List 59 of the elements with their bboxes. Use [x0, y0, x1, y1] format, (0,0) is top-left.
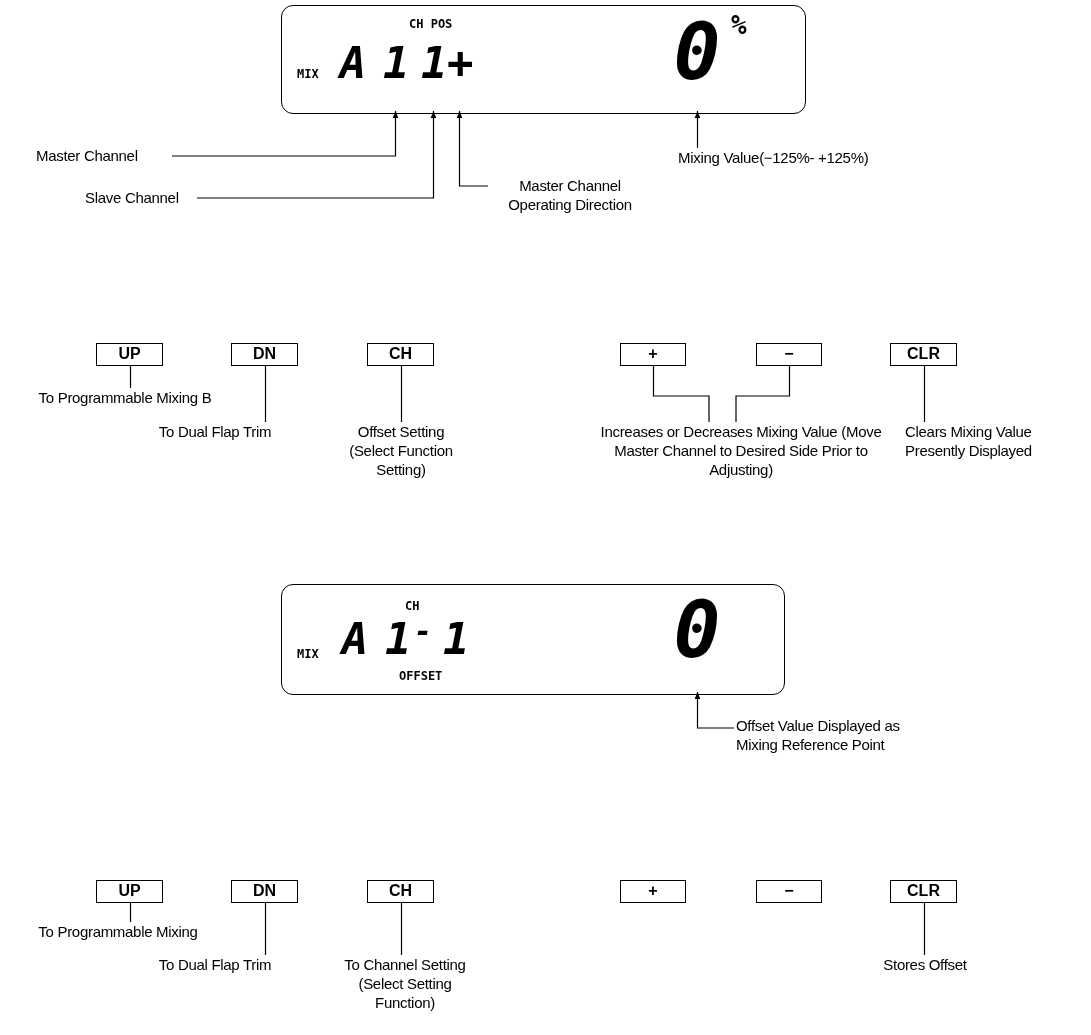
- lcd-indicator: CH POS: [409, 17, 453, 31]
- key-button: CLR: [890, 880, 957, 903]
- key-button: DN: [231, 880, 298, 903]
- callout-text: Master Channel Operating Direction: [490, 176, 650, 216]
- callout-text: To Programmable Mixing B: [5, 388, 245, 410]
- leader-line: [923, 902, 926, 956]
- lcd-digit: 0: [669, 591, 725, 692]
- lcd-digit: -: [409, 617, 437, 665]
- lcd-display: [281, 584, 785, 695]
- callout-text: To Channel Setting (Select Setting Function): [330, 955, 480, 1017]
- leader-line: [171, 110, 399, 157]
- key-button: −: [756, 343, 822, 366]
- leader-line: [400, 902, 403, 956]
- percent-sign: %: [731, 11, 747, 39]
- key-button: +: [620, 880, 686, 903]
- callout-text: Offset Value Displayed as Mixing Reference Point: [736, 716, 932, 760]
- lcd-digit: A: [337, 617, 373, 665]
- callout-text: Stores Offset: [870, 955, 980, 977]
- lcd-digit: 1: [385, 617, 405, 665]
- leader-line: [923, 365, 926, 423]
- lcd-digit: 1: [421, 41, 445, 111]
- key-button: CLR: [890, 343, 957, 366]
- callout-text: To Dual Flap Trim: [135, 422, 295, 444]
- leader-line: [129, 902, 132, 923]
- lcd-indicator: OFFSET: [399, 669, 443, 683]
- key-button: +: [620, 343, 686, 366]
- callout-text: To Programmable Mixing: [8, 922, 228, 944]
- lcd-digit: 0: [669, 13, 725, 111]
- callout-text: Slave Channel: [85, 188, 195, 208]
- leader-line: [694, 110, 701, 149]
- lcd-digit: A: [335, 41, 371, 111]
- lcd-display: [281, 5, 806, 114]
- callout-text: Offset Setting (Select Function Setting): [345, 422, 457, 482]
- leader-line: [400, 365, 403, 423]
- leader-line: [652, 365, 710, 423]
- key-button: DN: [231, 343, 298, 366]
- leader-line: [129, 365, 132, 389]
- lcd-digit: +: [447, 41, 471, 111]
- lcd-indicator: MIX: [297, 67, 319, 81]
- leader-line: [735, 365, 791, 423]
- callout-text: Clears Mixing Value Presently Displayed: [905, 422, 1080, 466]
- callout-text: To Dual Flap Trim: [135, 955, 295, 977]
- lcd-indicator: CH: [405, 599, 420, 613]
- callout-text: Mixing Value(−125%- +125%): [678, 148, 908, 170]
- key-button: CH: [367, 880, 434, 903]
- lcd-digit: 1: [443, 617, 463, 665]
- key-button: UP: [96, 343, 163, 366]
- leader-line: [694, 691, 735, 729]
- lcd-indicator: MIX: [297, 647, 319, 661]
- key-button: CH: [367, 343, 434, 366]
- leader-line: [264, 902, 267, 956]
- leader-line: [264, 365, 267, 423]
- leader-line: [456, 110, 489, 187]
- key-button: −: [756, 880, 822, 903]
- key-button: UP: [96, 880, 163, 903]
- lcd-digit: 1: [383, 41, 407, 111]
- callout-text: Master Channel: [36, 146, 170, 166]
- leader-line: [196, 110, 437, 199]
- callout-text: Increases or Decreases Mixing Value (Move Master Channel to Desired Side Prior to Adjusting): [596, 422, 886, 482]
